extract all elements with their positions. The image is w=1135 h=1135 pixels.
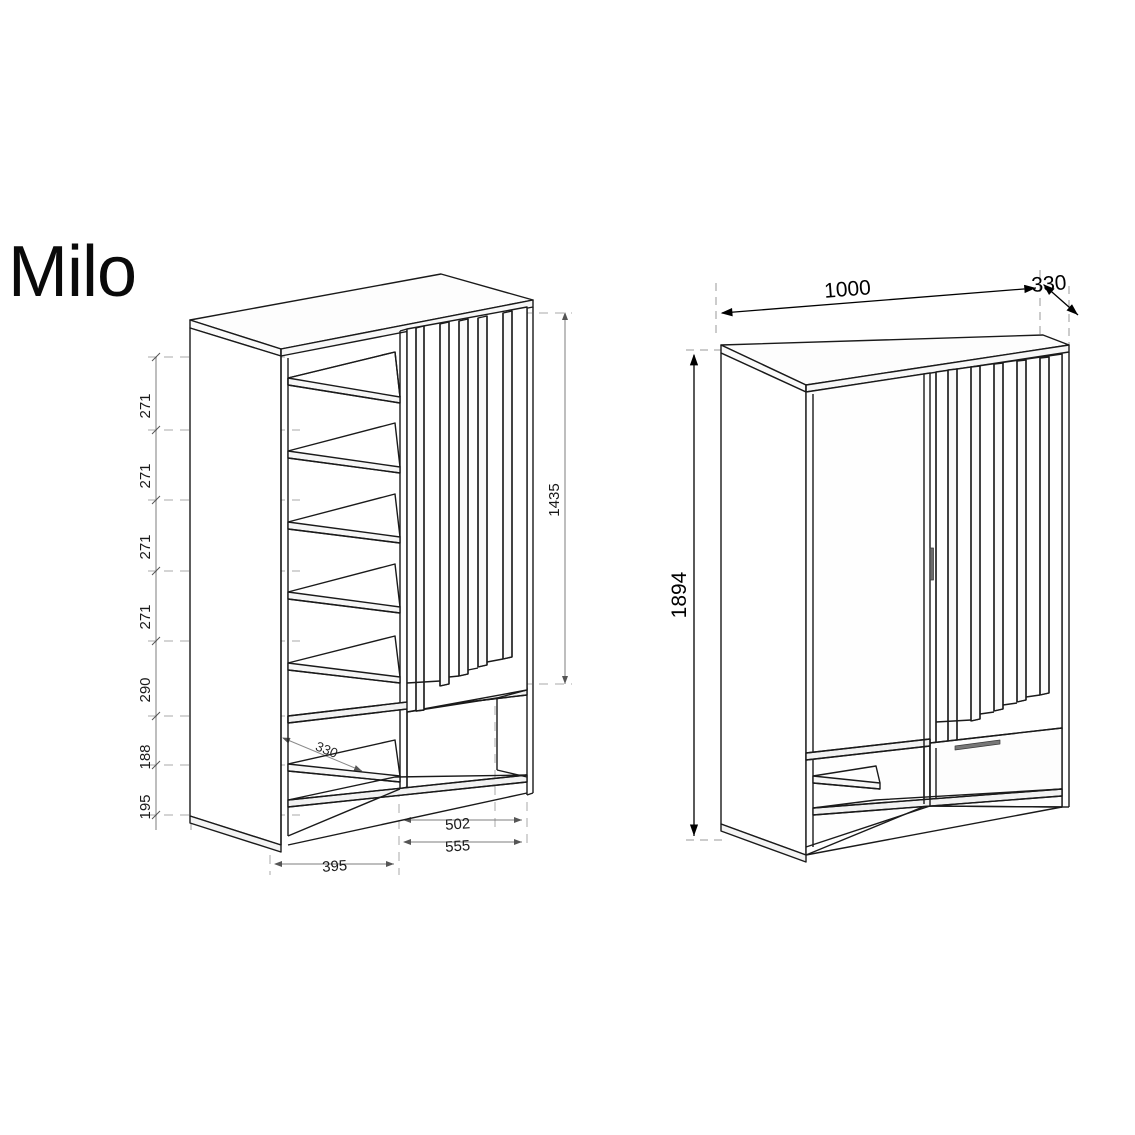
bottom-dimension-lines: [274, 817, 522, 867]
dim-271-a: 271: [137, 393, 154, 418]
dim-271-b: 271: [137, 463, 154, 488]
door-handle: [929, 547, 934, 581]
dim-330-line: [1043, 284, 1079, 316]
right-view-outer-edge: [1061, 352, 1070, 808]
door-panel: [805, 372, 931, 856]
dim-1435: 1435: [546, 483, 563, 516]
drawer-handle: [954, 739, 1001, 751]
dim-271-d: 271: [137, 604, 154, 629]
dim-1435-group: [507, 312, 572, 685]
dim-188: 188: [137, 744, 154, 769]
right-cabinet-body: [720, 334, 1070, 863]
dim-330-depth: 330: [1031, 271, 1068, 297]
center-divider: [399, 328, 408, 790]
dim-1000-line: [720, 284, 1037, 317]
dim-555: 555: [445, 837, 471, 856]
dim-195: 195: [137, 794, 154, 819]
right-left-side-panel: [720, 352, 807, 856]
dim-1894: 1894: [668, 571, 691, 618]
height-extension-lines: [686, 349, 722, 841]
right-outer-edge: [526, 307, 534, 796]
left-dimension-chain: [151, 352, 161, 830]
dim-271-c: 271: [137, 534, 154, 559]
left-view-group: 271 271 271 271 290 188 195 1435: [137, 273, 572, 876]
page-title: Milo: [8, 232, 137, 312]
right-bottom-edge: [720, 823, 807, 863]
left-dimension-labels: 271 271 271 271 290 188 195: [137, 393, 154, 819]
left-cabinet-body: [189, 273, 534, 853]
right-view-group: 1000 330 1894: [668, 270, 1079, 863]
dim-330-inner-group: [282, 737, 363, 772]
left-side-panel: [189, 327, 282, 846]
left-bottom-edge: [189, 815, 282, 853]
shelf-group: [287, 351, 401, 684]
lower-shelf: [287, 739, 401, 783]
right-bottom-panel: [805, 788, 1063, 856]
bottom-panel: [287, 774, 528, 846]
dim-395: 395: [322, 857, 348, 876]
slat-panel: [406, 306, 528, 713]
dim-502: 502: [445, 815, 471, 834]
right-top-extension-lines: [715, 270, 1070, 345]
lower-left-shelf: [812, 765, 881, 790]
interior-left-divider: [280, 356, 289, 845]
lower-divider-right-view: [923, 739, 931, 806]
right-slat-panel: [935, 353, 1063, 746]
dim-290: 290: [137, 677, 154, 702]
dim-1000: 1000: [823, 276, 871, 303]
